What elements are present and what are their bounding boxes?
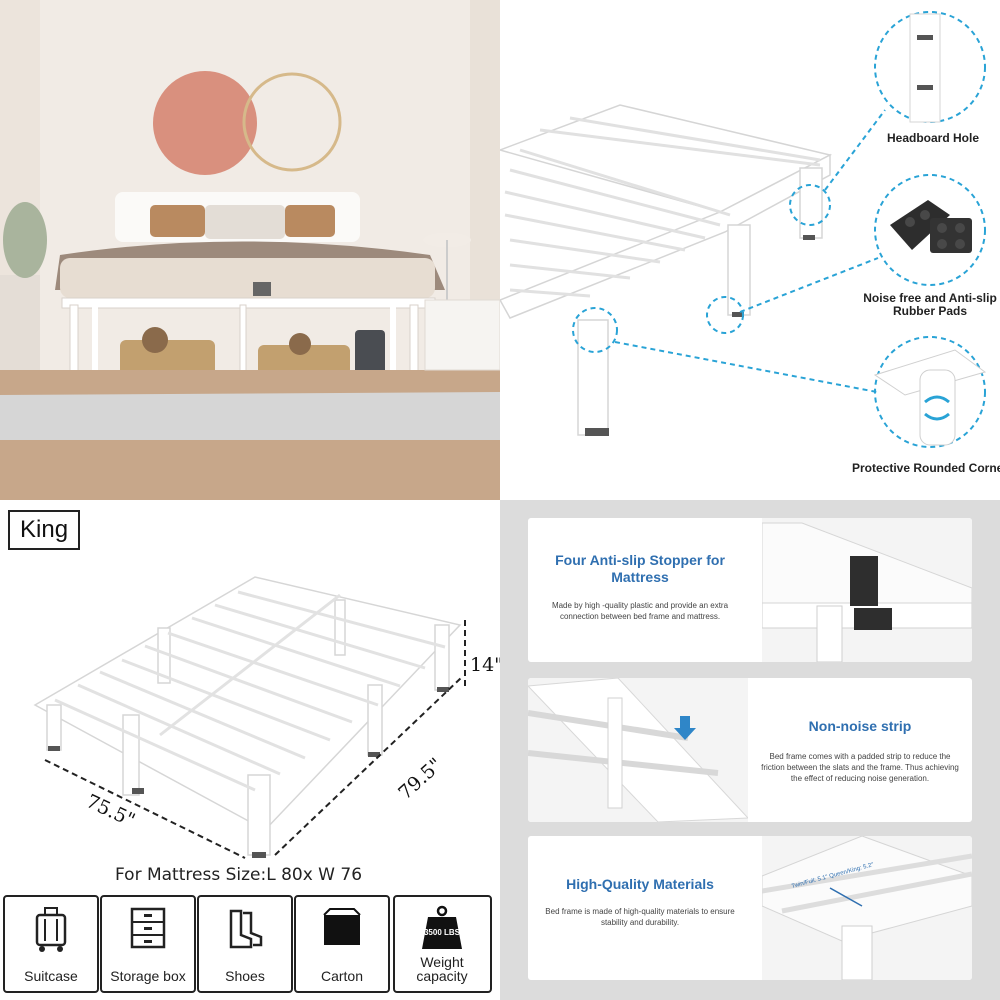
storage-item-carton: Carton [294, 895, 390, 993]
dimensions-panel: King [0, 500, 500, 1000]
rubber-pad-illustration [890, 200, 972, 253]
gold-ring-decor [242, 72, 342, 172]
carton-label: Carton [320, 968, 364, 984]
size-tag: King [8, 510, 81, 550]
terracotta-wall-circle [153, 71, 257, 175]
suitcase-icon [35, 907, 67, 952]
materials-illustration: Twin/Full: 5.1" Queen/King: 5.2" [762, 836, 972, 980]
shoes-icon [229, 909, 263, 949]
storage-item-storage-box: Storage box [100, 895, 196, 993]
features-callout-panel: Headboard Hole Noise free and Anti-slip … [500, 0, 1000, 500]
feature-cards-panel: Four Anti-slip Stopper for Mattress Made… [500, 500, 1000, 1000]
feature-card-stopper: Four Anti-slip Stopper for Mattress Made… [528, 518, 972, 662]
storage-box-label: Storage box [110, 968, 186, 984]
noise-strip-description: Bed frame comes with a padded strip to r… [761, 752, 959, 783]
storage-item-weight: 3500 LBS Weight capacity [393, 895, 492, 993]
storage-item-suitcase: Suitcase [3, 895, 99, 993]
stopper-title: Four Anti-slip Stopper for Mattress [555, 552, 725, 585]
weight-badge-text: 3500 LBS [424, 928, 461, 937]
feature-card-noise-strip: Non-noise strip Bed frame comes with a p… [528, 678, 972, 822]
feature-card-materials: High-Quality Materials Bed frame is made… [528, 836, 972, 980]
suitcase-label: Suitcase [24, 968, 78, 984]
shoes-label: Shoes [225, 968, 265, 984]
storage-box-icon [130, 907, 166, 949]
frame-dimension-diagram [33, 576, 466, 859]
bedroom-photo [0, 0, 500, 500]
room-photo-panel [0, 0, 500, 500]
weight-label: Weight capacity [416, 954, 468, 984]
carton-icon [323, 908, 361, 945]
rubber-pads-label: Noise free and Anti-slip Rubber Pads [863, 291, 997, 318]
noise-strip-title: Non-noise strip [808, 718, 912, 734]
stopper-description: Made by high -quality plastic and provid… [551, 601, 729, 621]
mattress-size-text: For Mattress Size:L 80x W 76 [115, 865, 363, 885]
weight-icon: 3500 LBS [422, 905, 462, 949]
stopper-illustration [762, 518, 972, 662]
rounded-corner-illustration [873, 349, 987, 446]
height-dimension: 14" [470, 654, 500, 676]
rounded-corner-label: Protective Rounded Corner [851, 461, 1000, 475]
materials-title: High-Quality Materials [566, 876, 714, 892]
materials-description: Bed frame is made of high-quality materi… [545, 907, 735, 927]
headboard-hole-label: Headboard Hole [886, 131, 979, 145]
storage-item-shoes: Shoes [197, 895, 293, 993]
frame-callout-illustration [500, 11, 987, 448]
noise-strip-illustration [528, 678, 748, 822]
